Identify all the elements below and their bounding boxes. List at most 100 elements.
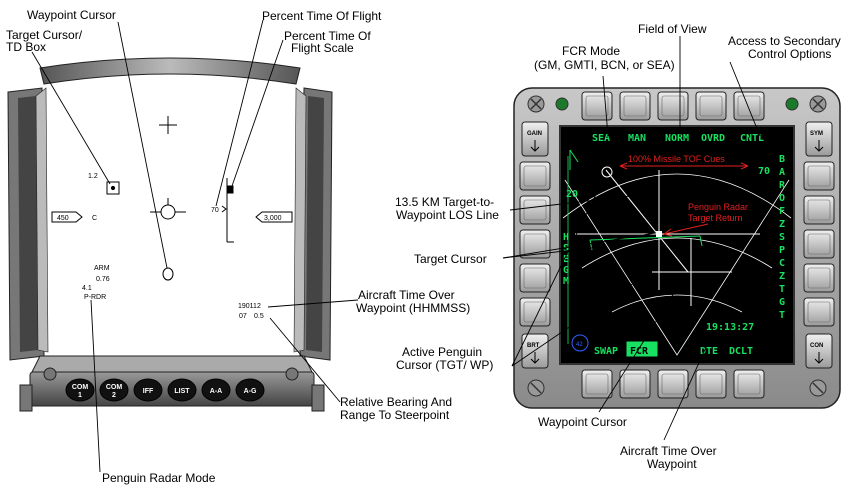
osb-left-4[interactable]: [519, 263, 551, 293]
osb-bottom-4[interactable]: [695, 369, 727, 399]
mfd-callout-labels: FCR Mode (GM, GMTI, BCN, or SEA) Field o…: [395, 22, 841, 471]
range-value: 20: [566, 189, 578, 200]
osb-top-1[interactable]: [581, 91, 613, 121]
label-aircraft-time-mfd-2: Waypoint: [647, 457, 697, 471]
hud-button-3[interactable]: LIST: [167, 378, 197, 402]
right-vertical-letter: G: [779, 297, 785, 308]
hud-button-4[interactable]: A-A: [201, 378, 231, 402]
rocker-sym-label: SYM: [810, 131, 823, 137]
mfd-callout-lines: [502, 36, 761, 441]
osb-bottom-1[interactable]: [581, 369, 613, 399]
left-vertical-letter: M: [563, 276, 569, 287]
speed-value: 450: [57, 215, 69, 222]
rocker-con[interactable]: CON: [805, 333, 833, 369]
osb-bottom-5[interactable]: [733, 369, 765, 399]
hud-button-2[interactable]: IFF: [133, 378, 163, 402]
label-access-secondary-1: Access to Secondary: [728, 34, 841, 48]
osb-bottom-3[interactable]: [657, 369, 689, 399]
osb-right-4[interactable]: [803, 263, 835, 293]
osb-right-5[interactable]: [803, 297, 835, 327]
arrow-down-icon: [530, 352, 540, 364]
hud-callout-labels: Waypoint Cursor Target Cursor/ TD Box Pe…: [6, 8, 470, 485]
rocker-con-label: CON: [810, 343, 823, 349]
norm-value: NORM: [665, 133, 689, 144]
indicator-light-icon: [555, 97, 569, 111]
mfd-panel: GAIN SYM BRT CON: [395, 22, 841, 471]
waypoint-cross-icon: [159, 116, 177, 134]
penguin-return-label-1: Penguin Radar: [688, 202, 748, 212]
label-penguin-radar-mode: Penguin Radar Mode: [102, 471, 216, 485]
label-waypoint-cursor: Waypoint Cursor: [27, 8, 116, 22]
osb-right-3[interactable]: [803, 229, 835, 259]
radar-display: [562, 149, 792, 357]
altitude-value: 3,000: [264, 215, 282, 222]
value-076: 0.76: [96, 276, 110, 283]
hud-symbology: [51, 116, 293, 281]
osb-left-1[interactable]: [519, 161, 551, 191]
osb-top-4[interactable]: [695, 91, 727, 121]
range-circle-icon: [571, 334, 589, 352]
hud-button-sublabel: 1: [78, 392, 82, 399]
left-vertical-letter: E: [563, 254, 569, 265]
mfd-screen-text: SEA MAN NORM OVRD CNTL 20 70 100% Missil…: [563, 133, 786, 357]
man-value: MAN: [628, 133, 646, 144]
label-percent-tof-scale-1: Percent Time Of: [284, 29, 371, 43]
right-vertical-letter: F: [779, 206, 785, 217]
tof-value: 70: [758, 166, 770, 177]
hud-button-label: A-A: [210, 388, 222, 395]
label-aircraft-time-2: Waypoint (HHMMSS): [356, 301, 470, 315]
missile-tof-cues: 100% Missile TOF Cues: [628, 154, 725, 164]
waypoint-cursor-icon: [652, 238, 732, 306]
rocker-sym[interactable]: SYM: [805, 121, 833, 157]
left-vertical-letter: G: [563, 265, 569, 276]
arrow-down-icon: [814, 140, 824, 152]
flight-path-marker-icon: [160, 204, 176, 220]
bearing-value: 07: [239, 313, 247, 320]
right-vertical-letter: T: [779, 284, 785, 295]
label-aircraft-time-mfd-1: Aircraft Time Over: [620, 444, 717, 458]
osb-right-2[interactable]: [803, 195, 835, 225]
hud-button-label: COM: [106, 384, 123, 391]
arm-label: ARM: [94, 265, 110, 272]
label-aircraft-time-1: Aircraft Time Over: [358, 288, 455, 302]
swap-label: SWAP: [594, 346, 618, 357]
label-percent-tof: Percent Time Of Flight: [262, 9, 382, 23]
right-vertical-letter: R: [779, 180, 786, 191]
hud-combiner-top: [39, 57, 301, 85]
arrow-down-icon: [814, 352, 824, 364]
label-target-cursor: Target Cursor/: [6, 28, 83, 42]
speed-box: [51, 211, 83, 223]
osb-top-5[interactable]: [733, 91, 765, 121]
value-41: 4.1: [82, 285, 92, 292]
label-relative-bearing-2: Range To Steerpoint: [340, 408, 450, 422]
right-vertical-letter: P: [779, 245, 785, 256]
altitude-box: [255, 211, 293, 223]
rocker-brt[interactable]: BRT: [521, 333, 549, 369]
penguin-mode-value: P-RDR: [84, 294, 106, 301]
osb-left-3[interactable]: [519, 229, 551, 259]
label-fcr-mode-1: FCR Mode: [562, 44, 620, 58]
osb-top-2[interactable]: [619, 91, 651, 121]
penguin-cursor-icon: [162, 267, 174, 281]
left-vertical-letter: H: [563, 232, 569, 243]
indicator-light-icon: [785, 97, 799, 111]
label-los-line-1: 13.5 KM Target-to-: [395, 195, 494, 209]
osb-bottom-2[interactable]: [619, 369, 651, 399]
red-annotation-arrows: [619, 162, 749, 237]
rocker-gain[interactable]: GAIN: [521, 121, 549, 157]
right-vertical-letter: Z: [779, 219, 785, 230]
hud-button-5[interactable]: A-G: [235, 378, 265, 402]
fcr-label: FCR: [630, 346, 649, 357]
hud-button-label: LIST: [174, 388, 190, 395]
osb-right-1[interactable]: [803, 161, 835, 191]
osb-top-3[interactable]: [657, 91, 689, 121]
los-line: [605, 169, 689, 273]
label-percent-tof-scale-2: Flight Scale: [291, 41, 354, 55]
target-cursor-icon: [575, 170, 760, 290]
radar-wedge: [564, 179, 790, 356]
left-vertical-letter: S: [563, 243, 569, 254]
osb-left-2[interactable]: [519, 195, 551, 225]
osb-left-5[interactable]: [519, 297, 551, 327]
